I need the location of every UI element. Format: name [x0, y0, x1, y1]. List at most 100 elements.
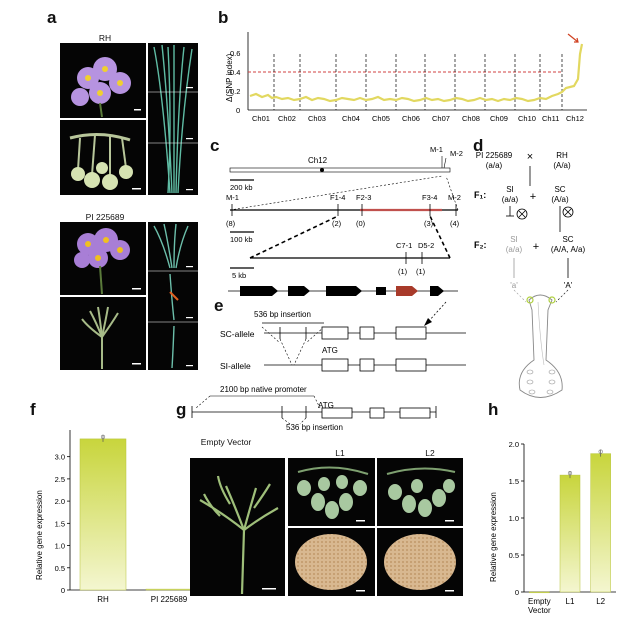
f1-sc: SC [554, 185, 565, 194]
y-tick-label: 0 [515, 588, 519, 597]
parent1: PI 225689 [476, 151, 513, 160]
l2-seeds-photo [377, 528, 463, 596]
scale-100kb: 100 kb [230, 235, 253, 244]
y-tick-label: 0.5 [509, 551, 519, 560]
y-tick-label: 3.0 [55, 453, 65, 462]
l1-seeds-photo [288, 528, 375, 596]
replicate-point [100, 434, 106, 439]
fine-mapping-diagram: Ch12 M-1 M-2 200 kb M-1 F1-4 F2-3 F3-4 M… [226, 145, 463, 280]
g-empty-label: Empty Vector [200, 437, 252, 447]
panel-label-h: h [488, 400, 499, 419]
y-tick-label: 2.5 [55, 475, 65, 484]
chr-label: Ch06 [402, 114, 420, 123]
f2-si: SI [510, 235, 518, 244]
f-ylabel: Relative gene expression [35, 490, 44, 580]
snp-ytick-3: 0.6 [230, 49, 240, 58]
parent2: RH [556, 151, 568, 160]
candidate-gene [396, 286, 418, 296]
y-tick-label: 1.0 [55, 542, 65, 551]
panel-label-b: b [218, 8, 229, 27]
f1-si: SI [506, 185, 514, 194]
ch12-label: Ch12 [308, 156, 328, 165]
chart-h: Relative gene expression 00.51.01.52.0 E… [489, 440, 616, 615]
parent1-geno: (a/a) [486, 161, 503, 170]
y-tick-label: 1.5 [55, 519, 65, 528]
chr-label: Ch03 [308, 114, 326, 123]
fine-count: (1) [416, 267, 426, 276]
construct-diagram: 2100 bp native promoter ATG 536 bp inser… [191, 385, 437, 432]
panel-label-e: e [214, 296, 224, 315]
marker-name: F2-3 [356, 193, 371, 202]
y-tick-label: 2.0 [509, 440, 519, 449]
e-arrow [424, 301, 447, 326]
si-allele-label: SI-allele [220, 361, 251, 371]
panel-label-f: f [30, 400, 36, 419]
category-label: L1 [566, 597, 575, 606]
g-atg: ATG [318, 401, 334, 410]
marker-count: (3) [424, 219, 434, 228]
chr-label: Ch07 [432, 114, 450, 123]
marker-name: M-2 [448, 193, 461, 202]
marker-count: (8) [226, 219, 236, 228]
rh-title: RH [98, 33, 112, 43]
fine-marker: C7-1 [396, 241, 412, 250]
bar [590, 453, 611, 593]
parent2-geno: (A/a) [553, 161, 571, 170]
snp-trace [249, 43, 584, 103]
empty-vector-photo [190, 458, 285, 596]
sc-allele-label: SC-allele [220, 329, 255, 339]
rh-flower-photo [60, 43, 146, 118]
marker-count: (4) [450, 219, 460, 228]
rh-berries-photo [60, 120, 146, 195]
chr-label: Ch12 [566, 114, 584, 123]
snp-ytick-2: 0.4 [230, 68, 240, 77]
chr-label: Ch02 [278, 114, 296, 123]
chr-label: Ch08 [462, 114, 480, 123]
chromosome-labels: Ch01 Ch02 Ch03 Ch04 Ch05 Ch06 Ch07 Ch08 … [252, 114, 584, 123]
category-label: L2 [596, 597, 605, 606]
replicate-point [567, 470, 573, 476]
marker-name: F3-4 [422, 193, 437, 202]
panel-label-g: g [176, 400, 187, 419]
marker-name: F1-4 [330, 193, 345, 202]
f1-sc-geno: (A/a) [551, 195, 569, 204]
chr-label: Ch09 [490, 114, 508, 123]
pollen-a: 'a' [510, 281, 518, 290]
f2-sc-geno: (A/A, A/a) [551, 245, 586, 254]
e-insertion-label: 536 bp insertion [254, 310, 311, 319]
chr-label: Ch05 [372, 114, 390, 123]
chr-label: Ch11 [542, 114, 559, 123]
l1-berries-photo [288, 458, 375, 526]
g-l2-label: L2 [425, 448, 435, 458]
panel-label-d: d [473, 136, 484, 155]
m2-top: M-2 [450, 149, 463, 158]
category-label: Empty [528, 597, 551, 606]
bar [79, 438, 127, 591]
cross-symbol: × [527, 151, 533, 163]
panel-label-c: c [210, 136, 220, 155]
marker-count: (2) [332, 219, 342, 228]
y-tick-label: 2.0 [55, 497, 65, 506]
category-label: Vector [528, 606, 551, 615]
snp-arrow [567, 33, 579, 43]
fine-marker: D5-2 [418, 241, 434, 250]
snp-ylabel: Δ(SNP index) [225, 53, 234, 102]
scale-200kb: 200 kb [230, 183, 253, 192]
si-atg: ATG [322, 346, 338, 355]
f2-si-geno: (a/a) [506, 245, 523, 254]
replicate-point [598, 449, 603, 454]
inheritance-diagram: PI 225689 (a/a) × RH (A/a) SI (a/a) + SC… [474, 151, 586, 398]
y-tick-label: 0 [61, 586, 65, 595]
m1-top: M-1 [430, 145, 443, 154]
pi-flower-photo [60, 222, 146, 295]
g-insertion-label: 536 bp insertion [286, 423, 343, 432]
bar [145, 588, 193, 591]
marker-count: (0) [356, 219, 366, 228]
f2-label: F₂: [474, 240, 487, 250]
panel-label-a: a [47, 8, 57, 27]
y-tick-label: 1.5 [509, 477, 519, 486]
gene-model [228, 286, 458, 296]
f1-label: F₁: [474, 190, 486, 200]
bar [529, 591, 550, 594]
chart-f: Relative gene expression 00.51.01.52.02.… [35, 430, 202, 604]
